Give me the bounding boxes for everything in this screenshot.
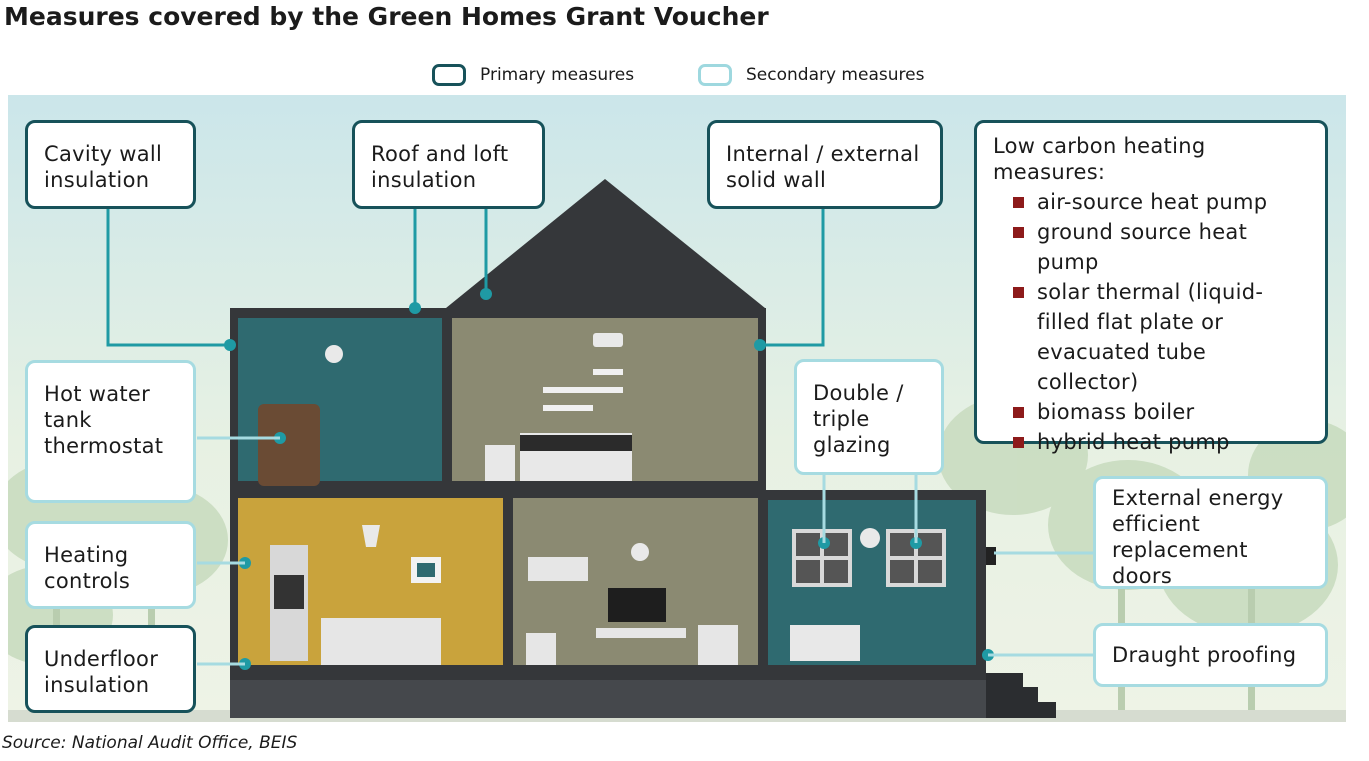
ceiling-lamp (325, 345, 343, 363)
ceiling-lamp (860, 528, 880, 548)
bullet-icon (1013, 407, 1024, 418)
oven-door (274, 575, 304, 609)
side-table (526, 633, 556, 665)
list-item: hybrid heat pump (993, 427, 1311, 457)
list-item: air-source heat pump (993, 187, 1311, 217)
label-double-triple-glazing: Double / triple glazing (794, 359, 944, 475)
armchair (698, 625, 738, 665)
nightstand (485, 445, 515, 481)
wall-shelf (543, 369, 623, 411)
bullet-icon (1013, 227, 1024, 238)
label-heating-controls: Heating controls (25, 521, 196, 609)
label-text: Hot water tank thermostat (44, 382, 164, 458)
label-text: Heating controls (44, 543, 131, 593)
low-carbon-heading: Low carbon heating measures: (993, 134, 1206, 184)
kitchen-lamp (362, 525, 380, 547)
tv-stand (596, 628, 686, 638)
label-text: Cavity wall insulation (44, 142, 163, 192)
legend-primary: Primary measures (432, 62, 634, 88)
list-item: solar thermal (liquid- filled flat plate… (993, 277, 1311, 397)
connector-dots (224, 288, 994, 670)
window-right (886, 529, 946, 587)
list-item-text: air-source heat pump (1037, 190, 1268, 214)
entrance-steps (986, 673, 1056, 718)
label-text: Roof and loft insulation (371, 142, 509, 192)
list-item-text: ground source heat pump (1037, 220, 1248, 274)
legend-primary-swatch (432, 64, 466, 86)
label-text: Underfloor insulation (44, 647, 159, 697)
label-underfloor-insulation: Underfloor insulation (25, 625, 196, 713)
legend-secondary-swatch (698, 64, 732, 86)
low-carbon-list: air-source heat pump ground source heat … (993, 187, 1311, 457)
source-note: Source: National Audit Office, BEIS (2, 733, 298, 753)
living-lamp (631, 543, 649, 561)
legend-primary-label: Primary measures (480, 65, 635, 85)
low-carbon-heating-box: Low carbon heating measures: air-source … (974, 120, 1328, 454)
living-shelf (528, 557, 588, 581)
radiator (790, 625, 860, 661)
label-draught-proofing: Draught proofing (1093, 623, 1328, 687)
bullet-icon (1013, 437, 1024, 448)
label-text: Double / triple glazing (813, 381, 904, 457)
label-hot-water-tank-thermostat: Hot water tank thermostat (25, 360, 196, 503)
bed (520, 433, 632, 481)
hot-water-tank (258, 404, 320, 486)
foundation (230, 680, 986, 718)
list-item-text: hybrid heat pump (1037, 430, 1230, 454)
kitchen-island (321, 618, 441, 665)
label-text: External energy efficient replacement do… (1112, 486, 1284, 588)
label-solid-wall: Internal / external solid wall (707, 120, 943, 209)
list-item: biomass boiler (993, 397, 1311, 427)
legend-secondary: Secondary measures (698, 62, 924, 88)
label-cavity-wall-insulation: Cavity wall insulation (25, 120, 196, 209)
label-roof-loft-insulation: Roof and loft insulation (352, 120, 545, 209)
label-text: Internal / external solid wall (726, 142, 920, 192)
television (608, 588, 666, 622)
primary-connectors (106, 208, 825, 347)
label-text: Draught proofing (1112, 643, 1297, 667)
list-item: ground source heat pump (993, 217, 1311, 277)
page-title: Measures covered by the Green Homes Gran… (4, 2, 769, 31)
external-door-handle (986, 547, 996, 565)
list-item-text: solar thermal (liquid- filled flat plate… (1037, 280, 1264, 394)
label-external-doors: External energy efficient replacement do… (1093, 476, 1328, 589)
list-item-text: biomass boiler (1037, 400, 1195, 424)
roof (446, 179, 765, 308)
bullet-icon (1013, 287, 1024, 298)
kitchen-picture-inner (417, 563, 435, 577)
legend-secondary-label: Secondary measures (746, 65, 925, 85)
ceiling-lamp (593, 333, 623, 347)
secondary-connectors (197, 436, 1093, 666)
bullet-icon (1013, 197, 1024, 208)
